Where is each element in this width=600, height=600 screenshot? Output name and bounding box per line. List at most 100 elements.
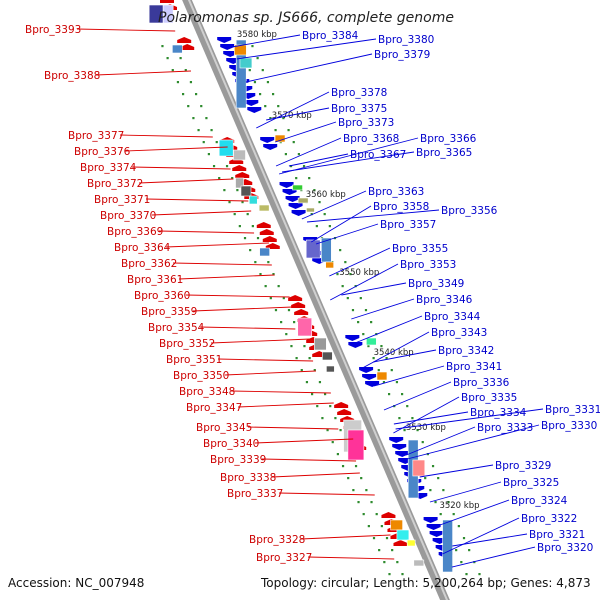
leader-line-minus: [151, 210, 252, 216]
plus-gene-arrow: [288, 203, 303, 209]
tick-dot: [310, 213, 313, 216]
gene-feature-block: [325, 261, 334, 269]
leader-line-plus: [245, 53, 373, 83]
leader-line-minus: [199, 326, 296, 330]
tick-dot: [282, 117, 285, 120]
tick-dot: [238, 225, 241, 228]
plus-gene-arrow: [359, 367, 374, 373]
tick-dot: [308, 357, 311, 360]
tick-dot: [223, 189, 226, 192]
tick-dot: [385, 357, 388, 360]
tick-dot: [215, 141, 218, 144]
plus-gene-block: [442, 519, 453, 573]
gene-label-plus: Bpro_3321: [529, 529, 585, 541]
tick-dot: [400, 393, 404, 396]
tick-dot: [372, 357, 375, 360]
tick-dot: [336, 273, 339, 276]
leader-line-plus: [393, 396, 460, 434]
tick-dot: [256, 237, 260, 240]
tick-dot: [437, 477, 440, 480]
gene-label-plus: Bpro_3331: [545, 404, 600, 416]
gene-feature-block: [292, 184, 303, 191]
gene-label-plus: Bpro_3379: [374, 49, 430, 61]
gene-label-plus: Bpro_3368: [343, 133, 399, 145]
minus-gene-arrow: [288, 295, 303, 301]
tick-dot: [367, 525, 370, 528]
tick-dot: [339, 429, 342, 432]
leader-line-minus: [300, 534, 391, 540]
tick-dot: [277, 285, 280, 288]
plus-gene-arrow: [217, 37, 232, 43]
gene-label-minus: Bpro_3374: [80, 162, 137, 174]
leader-line-minus: [165, 242, 269, 248]
tick-dot: [310, 393, 314, 396]
tick-dot: [429, 489, 432, 492]
leader-line-plus: [301, 190, 367, 220]
gene-label-minus: Bpro_3361: [127, 274, 183, 286]
gene-label-plus: Bpro_3366: [420, 133, 477, 145]
leader-line-plus: [351, 298, 415, 320]
gene-feature-block: [322, 351, 333, 361]
leader-line-plus: [329, 247, 391, 277]
leader-line-plus: [311, 205, 372, 243]
tick-dot: [212, 165, 216, 168]
gene-feature-block: [297, 317, 313, 337]
leader-line-minus: [185, 294, 290, 298]
gene-label-plus: Bpro_3342: [438, 345, 494, 357]
tick-dot: [200, 105, 203, 108]
tick-dot: [161, 45, 164, 48]
leader-line-plus: [393, 411, 469, 425]
tick-dot: [218, 177, 221, 180]
leader-line-minus: [271, 472, 360, 478]
gene-label-minus: Bpro_3364: [114, 242, 171, 254]
tick-dot: [267, 261, 270, 264]
tick-dot: [192, 117, 195, 120]
tick-dot: [282, 297, 285, 300]
gene-label-plus: Bpro_3324: [511, 495, 568, 507]
tick-dot: [194, 93, 198, 96]
tick-dot: [460, 561, 463, 564]
minus-gene-arrow: [232, 165, 247, 171]
plus-gene-arrow: [362, 374, 377, 380]
tick-dot: [271, 93, 275, 96]
tick-dot: [251, 225, 254, 228]
tick-dot: [321, 417, 324, 420]
gene-feature-block: [234, 44, 247, 56]
tick-dot: [395, 381, 399, 384]
tick-dot: [380, 525, 383, 528]
tick-dot: [269, 117, 272, 120]
leader-line-minus: [138, 178, 234, 184]
minus-gene-arrow: [180, 44, 195, 50]
plus-gene-arrow: [285, 196, 300, 202]
tick-dot: [344, 261, 347, 264]
tick-dot: [434, 501, 437, 504]
tick-dot: [313, 189, 316, 192]
tick-dot: [179, 57, 182, 60]
gene-feature-block: [240, 185, 252, 197]
tick-dot: [197, 129, 200, 132]
tick-dot: [323, 213, 326, 216]
leader-line-minus: [254, 438, 354, 444]
leader-line-plus: [429, 481, 502, 503]
tick-dot: [351, 309, 355, 312]
tick-dot: [431, 465, 435, 468]
tick-dot: [360, 477, 363, 480]
tick-dot: [187, 105, 190, 108]
tick-dot: [256, 57, 259, 60]
tick-dot: [202, 141, 205, 144]
tick-dot: [302, 165, 306, 168]
leader-line-plus: [231, 34, 301, 48]
gene-feature-block: [396, 529, 410, 541]
tick-dot: [357, 321, 360, 324]
leader-line-minus: [172, 262, 272, 266]
gene-feature-block: [376, 371, 388, 381]
tick-dot: [468, 549, 471, 552]
gene-label-plus: Bpro_3357: [380, 219, 436, 231]
tick-dot: [377, 369, 380, 372]
tick-dot: [318, 201, 321, 204]
tick-dot: [388, 573, 391, 576]
gene-label-plus: Bpro_3322: [521, 513, 577, 525]
kbp-marker: 3560 kbp: [306, 190, 346, 200]
